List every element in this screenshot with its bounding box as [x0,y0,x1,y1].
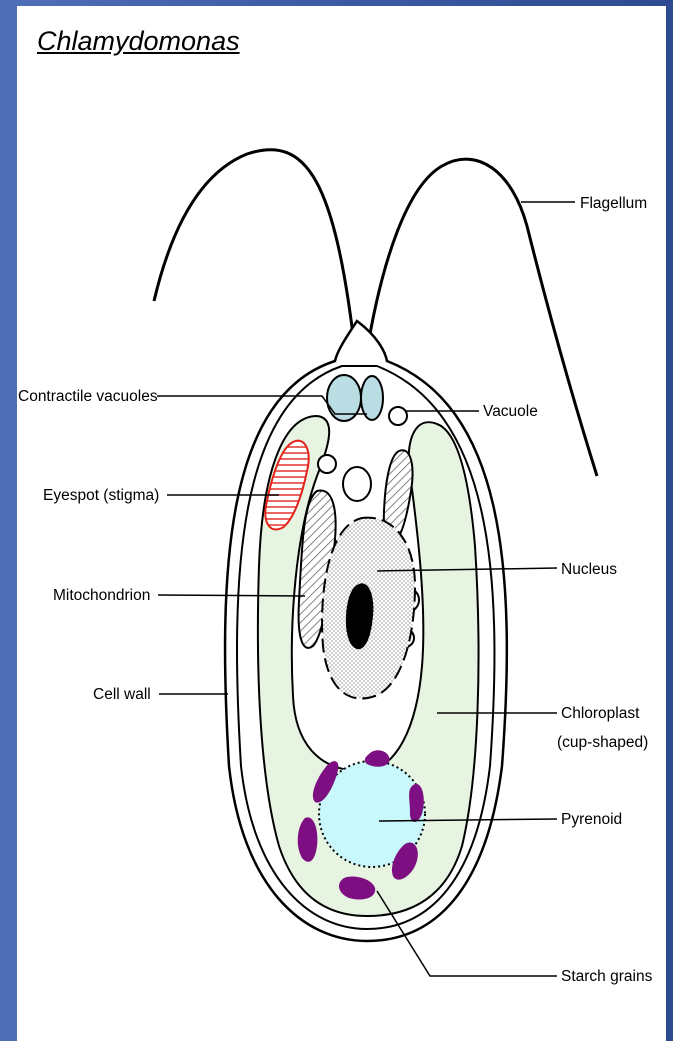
label-mitochondrion: Mitochondrion [53,587,150,604]
vacuole-left-small [318,455,336,473]
label-flagellum: Flagellum [580,195,647,212]
label-nucleus: Nucleus [561,561,617,578]
diagram-page: Chlamydomonas [17,6,666,1041]
label-contractile-vacuoles: Contractile vacuoles [18,388,158,405]
label-vacuole: Vacuole [483,403,538,420]
vacuole-top-right [389,407,407,425]
label-chloroplast-sub: (cup-shaped) [557,734,648,751]
flagellum-left [154,150,355,351]
label-cell-wall: Cell wall [93,686,151,703]
label-eyespot: Eyespot (stigma) [43,487,159,504]
label-pyrenoid: Pyrenoid [561,811,622,828]
leader-mitochondrion [158,595,305,596]
chlamydomonas-diagram: Flagellum Contractile vacuoles Vacuole E… [17,6,666,1041]
label-chloroplast: Chloroplast [561,705,640,722]
vacuole-center [343,467,371,501]
label-starch-grains: Starch grains [561,968,653,985]
